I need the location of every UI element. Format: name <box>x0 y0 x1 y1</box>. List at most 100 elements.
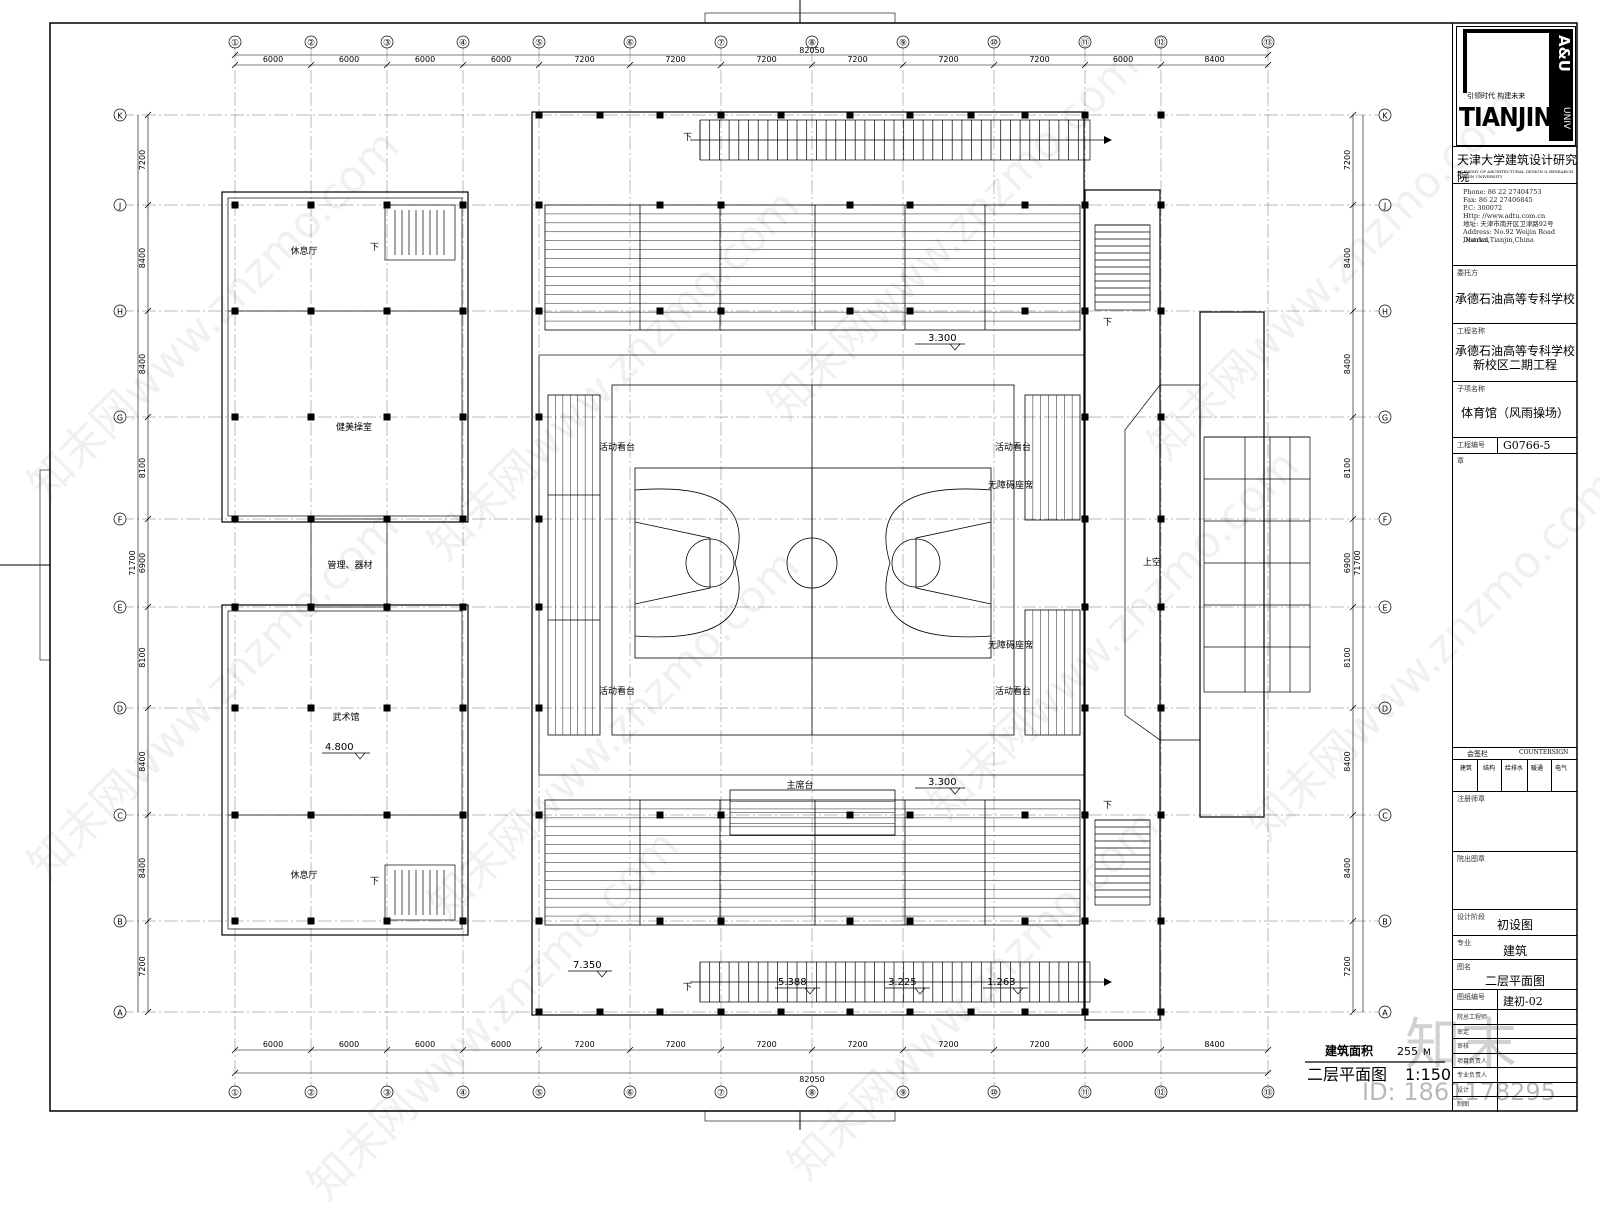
grid-row-label: C <box>1382 812 1388 821</box>
court-centre-circle <box>786 537 838 589</box>
grid-bubble <box>1078 1085 1092 1099</box>
column <box>1081 111 1089 119</box>
east-bridge <box>1199 311 1265 818</box>
column <box>1157 603 1165 611</box>
column <box>1157 1008 1165 1016</box>
dim-total-side: 71700 <box>128 550 137 575</box>
grid-bubble <box>113 108 127 122</box>
grid-col-label: ⑦ <box>717 1089 725 1099</box>
grid-row-label: F <box>1383 516 1388 525</box>
grid-col-label: ⑥ <box>626 1089 634 1099</box>
east-stair <box>1094 224 1151 311</box>
name-value: 二层平面图 <box>1484 974 1545 988</box>
dim-label: 7200 <box>847 55 867 64</box>
drawing-scale: 1:150 <box>1405 1065 1451 1084</box>
dim-tick <box>1081 1046 1089 1054</box>
room-lounge-top: 休息厅 <box>290 245 317 257</box>
stair-down-right-bottom: 下 <box>1103 801 1112 811</box>
dim-tick <box>1349 603 1357 611</box>
dim-label: 6000 <box>339 55 359 64</box>
grid-row-label: D <box>117 705 123 714</box>
dim-label: 8400 <box>138 858 147 878</box>
column <box>906 1008 914 1016</box>
column <box>906 917 914 925</box>
dim-label: 7200 <box>938 55 958 64</box>
stands-east-top <box>1024 394 1081 521</box>
dim-tick <box>717 61 725 69</box>
arena-outer <box>531 111 1085 1016</box>
dim-tick <box>717 1046 725 1054</box>
column <box>535 413 543 421</box>
dim-tick <box>144 413 152 421</box>
dim-tick <box>144 1008 152 1016</box>
column <box>846 811 854 819</box>
column <box>1021 111 1029 119</box>
column <box>1021 917 1029 925</box>
dim-tick <box>144 917 152 925</box>
grid-bubble <box>896 1085 910 1099</box>
column <box>1157 201 1165 209</box>
equipment-room <box>310 518 388 608</box>
column <box>967 111 975 119</box>
grid-col-label: ⑤ <box>535 39 543 49</box>
seating-blocks <box>544 204 1081 926</box>
wing-bottom-left <box>221 604 469 936</box>
signature-label: 项目负责人 <box>1457 1057 1488 1065</box>
dim-label: 7200 <box>1343 956 1352 976</box>
stair-down-right-top: 下 <box>1103 318 1112 328</box>
column <box>717 811 725 819</box>
basketball-court <box>611 384 1015 736</box>
grid-bubble <box>623 35 637 49</box>
column <box>231 603 239 611</box>
area-label: 建筑面积 <box>1324 1043 1373 1058</box>
stage-value: 初设图 <box>1496 918 1533 932</box>
label-accessible-top: 无障碍座席 <box>988 479 1033 491</box>
stair-bottom-left <box>384 864 456 921</box>
dim-tick <box>1264 1046 1272 1054</box>
column <box>846 111 854 119</box>
dim-label: 8100 <box>1343 647 1352 667</box>
dim-label: 7200 <box>938 1040 958 1049</box>
stair-arrowhead <box>1104 978 1112 986</box>
dim-tick <box>1349 111 1357 119</box>
registered-stamp: 注册师章 <box>1453 791 1577 852</box>
grid-row-label: G <box>117 414 123 423</box>
dim-tick <box>626 61 634 69</box>
column <box>383 515 391 523</box>
grid-bubble <box>456 35 470 49</box>
grid-bubble <box>1261 1085 1275 1099</box>
grid-bubble <box>113 701 127 715</box>
signature-row: 审定 <box>1453 1023 1577 1039</box>
court-ftcircle-left <box>685 538 735 588</box>
signature-row: 项目负责人 <box>1453 1052 1577 1068</box>
court-three-right <box>885 488 992 638</box>
dim-label: 8400 <box>1204 55 1224 64</box>
stands-west <box>547 394 601 736</box>
dim-tick <box>1349 307 1357 315</box>
court-outer <box>611 384 1015 736</box>
dim-tick <box>1349 201 1357 209</box>
dim-tick <box>808 61 816 69</box>
stair-down-left-top: 下 <box>370 243 379 253</box>
grid-row-label: B <box>1382 918 1388 927</box>
dim-label: 7200 <box>665 55 685 64</box>
column <box>656 201 664 209</box>
dim-tick <box>231 1069 239 1077</box>
column <box>1157 307 1165 315</box>
sheet-row: 图纸编号 建初-02 <box>1453 989 1577 1010</box>
column <box>307 413 315 421</box>
grid-col-label: ⑪ <box>1080 1088 1089 1099</box>
grid-bubble <box>1378 108 1392 122</box>
dim-label: 7200 <box>574 1040 594 1049</box>
dim-tick <box>231 51 239 59</box>
area-unit: M <box>1423 1048 1431 1058</box>
dim-label: 8100 <box>138 647 147 667</box>
grid-col-label: ⑬ <box>1263 38 1272 49</box>
dim-tick <box>383 61 391 69</box>
wing-top-left-inner <box>227 197 463 517</box>
dim-tick <box>535 1046 543 1054</box>
grid-bubble <box>113 600 127 614</box>
grid-bubble <box>623 1085 637 1099</box>
discipline-row: 专业 建筑 <box>1453 935 1577 960</box>
